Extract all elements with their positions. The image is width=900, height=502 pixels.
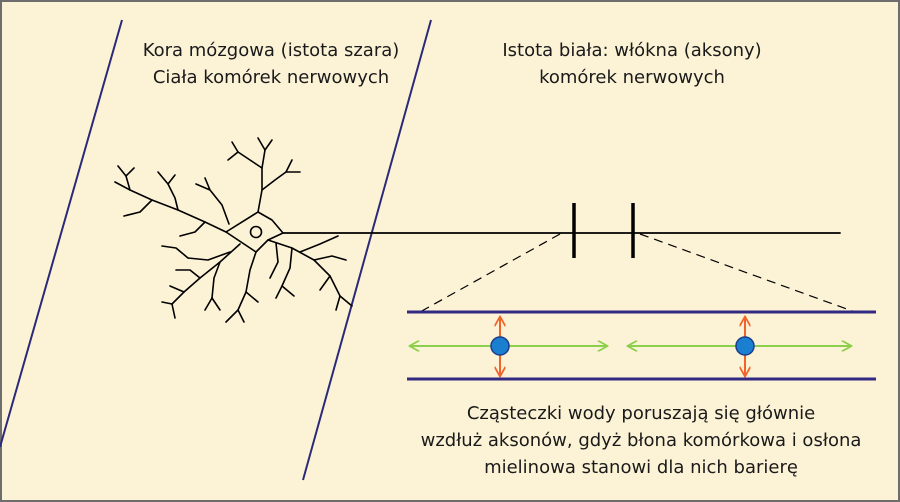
- white-matter-label-line2: komórek nerwowych: [539, 67, 725, 88]
- cortex-label-line2: Ciała komórek nerwowych: [153, 67, 389, 88]
- molecule-dot-1: [491, 337, 509, 355]
- caption-line3: mielinowa stanowi dla nich barierę: [484, 457, 798, 478]
- cortex-label-line1: Kora mózgowa (istota szara): [143, 40, 400, 61]
- caption-line2: wzdłuż aksonów, gdyż błona komórkowa i o…: [421, 430, 862, 451]
- molecule-dot-2: [736, 337, 754, 355]
- white-matter-label-line1: Istota biała: włókna (aksony): [502, 40, 761, 61]
- caption-line1: Cząsteczki wody poruszają się głównie: [467, 403, 815, 424]
